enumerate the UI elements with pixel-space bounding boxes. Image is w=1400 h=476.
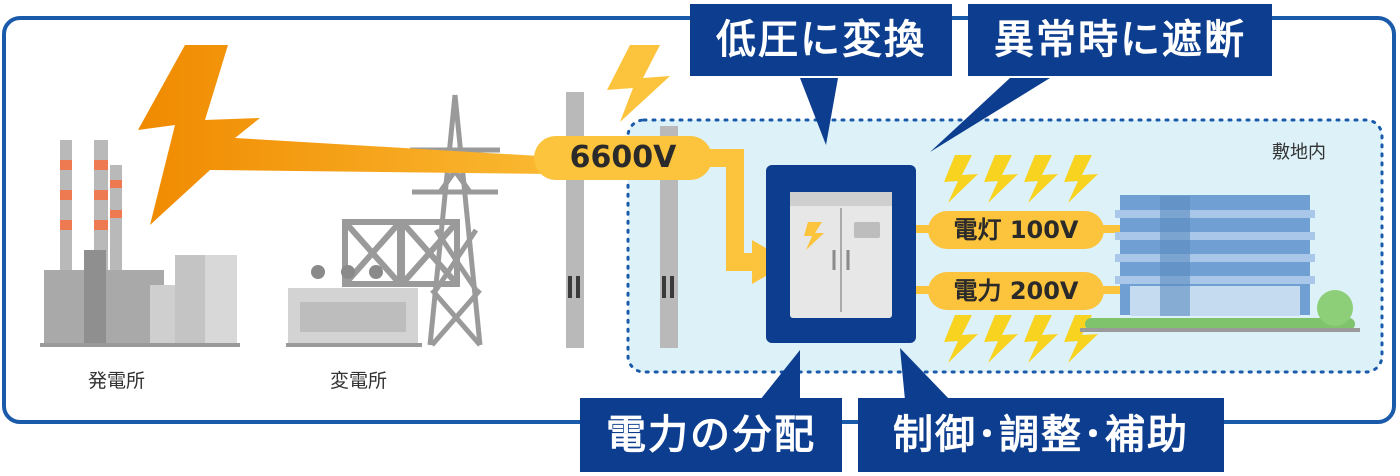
callout-cutoff: 異常時に遮断 (968, 4, 1272, 76)
utility-pole-icon (660, 126, 678, 348)
power-plant-icon (40, 140, 240, 347)
power-voltage-badge: 電力 200V (928, 272, 1104, 310)
lightning-bolt-icon (138, 45, 640, 225)
substation-building (286, 265, 422, 347)
callout-pointer (900, 348, 950, 400)
utility-pole-icon (566, 92, 584, 348)
lightning-bolt-icon (944, 155, 1098, 203)
callout-pointer (930, 78, 1050, 152)
callout-distribute: 電力の分配 (580, 398, 842, 472)
supply-voltage-badge: 6600V (534, 136, 712, 180)
callout-control: 制御･調整･補助 (858, 398, 1224, 472)
substation-label: 変電所 (330, 370, 388, 392)
lightning-bolt-icon (607, 45, 670, 122)
lightning-bolt-icon (944, 315, 1098, 363)
cubicle-switchgear-icon (766, 165, 916, 343)
callout-pointer (800, 78, 838, 145)
premises-label: 敷地内 (1272, 142, 1326, 163)
power-plant-label: 発電所 (88, 370, 146, 392)
callout-convert: 低圧に変換 (690, 4, 952, 76)
callout-pointer (760, 350, 800, 400)
building-icon (1080, 195, 1360, 332)
lighting-voltage-badge: 電灯 100V (928, 211, 1104, 249)
